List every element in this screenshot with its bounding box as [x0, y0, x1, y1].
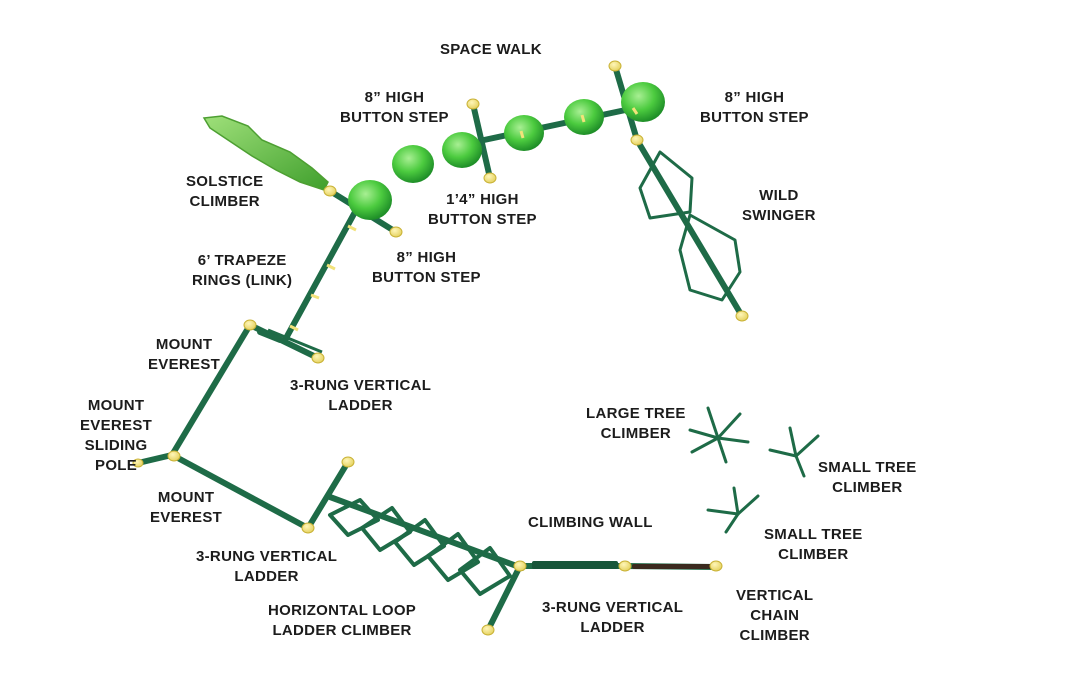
label-8in-button-step-top-left: 8” HIGH BUTTON STEP [340, 89, 449, 126]
loop-ladder-post-right [485, 563, 523, 633]
loop-ladder-loops [328, 498, 512, 596]
label-small-tree-climber-2: SMALL TREE CLIMBER [764, 526, 863, 563]
label-14in-button-step: 1’4” HIGH BUTTON STEP [428, 191, 537, 228]
label-wild-swinger: WILD SWINGER [742, 187, 816, 224]
label-large-tree-climber: LARGE TREE CLIMBER [586, 405, 686, 442]
button-step [348, 180, 392, 220]
label-8in-button-step-top-right: 8” HIGH BUTTON STEP [700, 89, 809, 126]
loop-ladder-rail [327, 494, 525, 571]
button-step [504, 115, 544, 151]
label-climbing-wall: CLIMBING WALL [528, 514, 653, 531]
label-horizontal-loop-ladder: HORIZONTAL LOOP LADDER CLIMBER [268, 602, 417, 639]
trapeze-rings [267, 328, 323, 360]
label-trapeze-rings: 6’ TRAPEZE RINGS (LINK) [192, 252, 293, 289]
small-tree-climber-1 [768, 426, 820, 478]
label-3-rung-vertical-ladder-left: 3-RUNG VERTICAL LADDER [196, 548, 338, 585]
label-space-walk: SPACE WALK [440, 41, 542, 58]
chain-climber-chain [632, 564, 712, 569]
label-solstice-climber: SOLSTICE CLIMBER [186, 173, 264, 210]
pipe-bands [289, 107, 639, 332]
mount-everest-upper-pipe [169, 322, 253, 458]
trapeze-link-pipe [282, 209, 358, 343]
button-step [442, 132, 482, 168]
label-3-rung-vertical-ladder-upper: 3-RUNG VERTICAL LADDER [290, 377, 432, 414]
small-tree-climber-2 [706, 486, 760, 534]
label-3-rung-vertical-ladder-right: 3-RUNG VERTICAL LADDER [542, 599, 684, 636]
label-mount-everest-upper: MOUNT EVEREST [148, 336, 221, 373]
label-small-tree-climber-1: SMALL TREE CLIMBER [818, 459, 917, 496]
label-mount-everest-sliding-pole: MOUNT EVEREST SLIDING POLE [80, 397, 153, 474]
label-8in-button-step-lower: 8” HIGH BUTTON STEP [372, 249, 481, 286]
loop-ladder-post-left [305, 459, 351, 531]
solstice-climber [202, 115, 329, 191]
button-steps [348, 82, 665, 220]
climbing-wall-slab [532, 561, 618, 569]
wild-swinger-pole [634, 137, 745, 319]
wild-swinger-frames [638, 150, 742, 302]
mount-everest-lower-pipe [173, 454, 309, 530]
large-tree-climber [688, 406, 750, 464]
sliding-pole-pipe [135, 452, 175, 466]
space-walk-post-left [470, 101, 493, 181]
label-vertical-chain-climber: VERTICAL CHAIN CLIMBER [736, 587, 814, 644]
button-step [621, 82, 665, 122]
post-caps [132, 60, 749, 636]
button-step [392, 145, 434, 183]
label-mount-everest-lower: MOUNT EVEREST [150, 489, 223, 526]
